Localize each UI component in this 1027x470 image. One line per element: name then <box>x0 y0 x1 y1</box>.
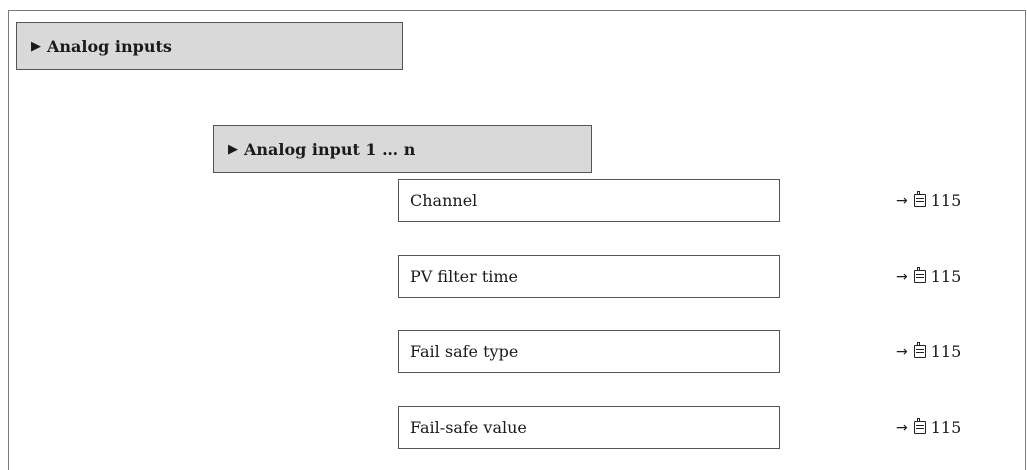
menu-label: Analog inputs <box>47 36 172 56</box>
page-number: 115 <box>930 191 962 210</box>
parameter-label: PV filter time <box>410 267 519 286</box>
page-reference: → 115 <box>896 255 961 298</box>
parameter-fail-safe-type[interactable]: Fail safe type <box>398 330 780 373</box>
parameter-fail-safe-value[interactable]: Fail-safe value <box>398 406 780 449</box>
arrow-right-icon: → <box>896 343 908 360</box>
book-icon <box>913 267 926 283</box>
parameter-channel[interactable]: Channel <box>398 179 780 222</box>
book-icon <box>913 342 926 358</box>
page-number: 115 <box>930 418 962 437</box>
page-reference: → 115 <box>896 179 961 222</box>
page-reference: → 115 <box>896 406 961 449</box>
arrow-right-icon: → <box>896 419 908 436</box>
parameter-pv-filter-time[interactable]: PV filter time <box>398 255 780 298</box>
submenu-label: Analog input 1 … n <box>244 139 416 159</box>
submenu-analog-input[interactable]: ▶ Analog input 1 … n <box>213 125 592 173</box>
parameter-label: Channel <box>410 191 478 210</box>
expand-triangle-icon: ▶ <box>31 38 41 54</box>
parameter-label: Fail-safe value <box>410 418 527 437</box>
expand-triangle-icon: ▶ <box>228 141 238 157</box>
menu-frame <box>8 10 1026 470</box>
page-number: 115 <box>930 267 962 286</box>
page-reference: → 115 <box>896 330 961 373</box>
book-icon <box>913 418 926 434</box>
parameter-label: Fail safe type <box>410 342 519 361</box>
page-number: 115 <box>930 342 962 361</box>
arrow-right-icon: → <box>896 192 908 209</box>
arrow-right-icon: → <box>896 268 908 285</box>
book-icon <box>913 191 926 207</box>
menu-analog-inputs[interactable]: ▶ Analog inputs <box>16 22 403 70</box>
